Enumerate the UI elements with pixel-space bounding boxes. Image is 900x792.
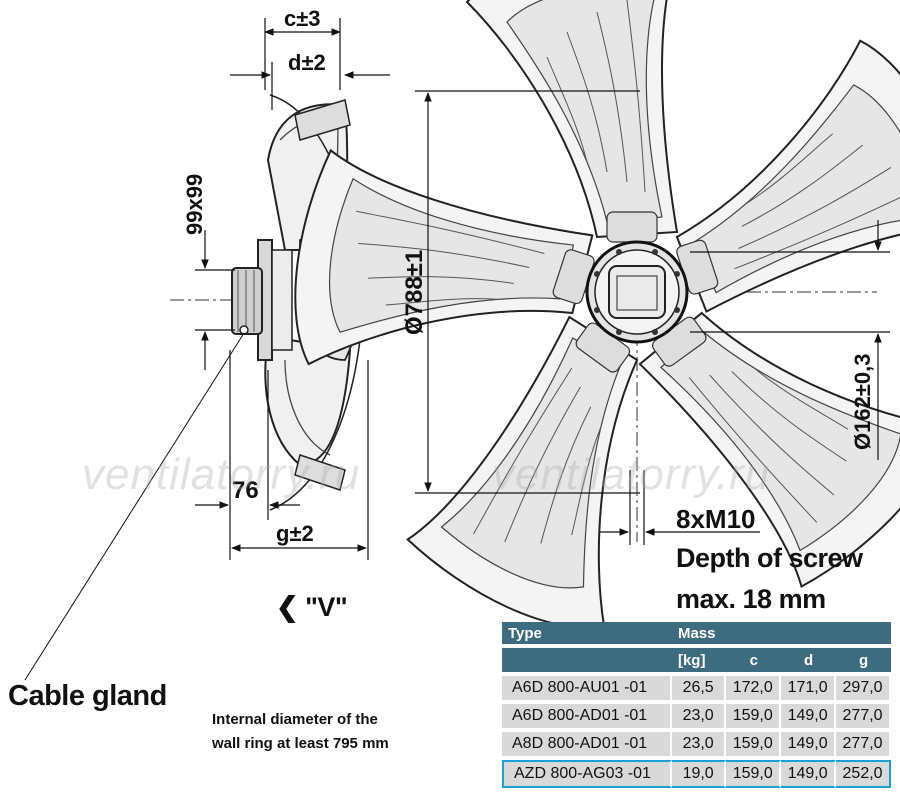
header-blank <box>502 648 672 672</box>
note-line-2: wall ring at least 795 mm <box>212 735 389 752</box>
header-mass: Mass <box>671 622 727 644</box>
cable-gland-label: Cable gland <box>8 680 167 712</box>
dim-g-label: g±2 <box>276 521 314 546</box>
view-label: ❮ "V" <box>276 592 348 622</box>
dim-diameter-label: Ø788±1 <box>401 250 428 335</box>
cell-mass: 23,0 <box>671 704 727 728</box>
note-line-1: Internal diameter of the <box>212 711 378 728</box>
header-type: Type <box>502 622 672 644</box>
cell-type: A6D 800-AD01 -01 <box>502 704 672 728</box>
cell-type: A8D 800-AD01 -01 <box>502 732 672 756</box>
cell-c: 172,0 <box>726 676 782 700</box>
cell-mass: 26,5 <box>671 676 727 700</box>
side-dimensions <box>24 18 390 681</box>
cell-d: 149,0 <box>781 732 837 756</box>
cell-mass: 19,0 <box>671 760 727 788</box>
dim-d-label: d±2 <box>288 50 326 75</box>
spec-header-row-2: [kg] c d g <box>502 648 891 672</box>
cell-g: 297,0 <box>836 676 891 700</box>
cell-c: 159,0 <box>726 760 782 788</box>
cell-mass: 23,0 <box>671 732 727 756</box>
dim-square-label: 99x99 <box>182 174 207 235</box>
header-empty-g <box>836 622 891 644</box>
cell-g: 252,0 <box>836 760 891 788</box>
cell-d: 171,0 <box>781 676 837 700</box>
header-empty-c <box>726 622 782 644</box>
table-row: A6D 800-AU01 -01 26,5 172,0 171,0 297,0 <box>502 676 891 700</box>
spec-table: Type Mass [kg] c d g A6D 800-AU01 -01 26… <box>502 618 891 792</box>
front-view <box>262 0 900 667</box>
cell-type: AZD 800-AG03 -01 <box>502 760 672 788</box>
header-d: d <box>781 648 837 672</box>
cell-d: 149,0 <box>781 704 837 728</box>
cell-d: 149,0 <box>781 760 837 788</box>
cell-type: A6D 800-AU01 -01 <box>502 676 672 700</box>
watermark-right: ventilatorry.ru <box>492 450 771 499</box>
dim-hub-diameter-label: Ø162±0,3 <box>850 354 875 450</box>
table-row: A8D 800-AD01 -01 23,0 159,0 149,0 277,0 <box>502 732 891 756</box>
header-g: g <box>836 648 891 672</box>
spec-header-row-1: Type Mass <box>502 622 891 644</box>
dim-c-label: c±3 <box>284 6 321 31</box>
dim-76-label: 76 <box>232 477 259 504</box>
cell-c: 159,0 <box>726 732 782 756</box>
header-c: c <box>726 648 782 672</box>
cell-g: 277,0 <box>836 732 891 756</box>
depth-max-label: max. 18 mm <box>676 584 826 614</box>
watermark-left: ventilatorry.ru <box>82 450 361 499</box>
cell-c: 159,0 <box>726 704 782 728</box>
dim-screws-label: 8xM10 <box>676 504 756 534</box>
cell-g: 277,0 <box>836 704 891 728</box>
header-kg: [kg] <box>671 648 727 672</box>
side-view <box>170 94 385 511</box>
depth-of-screw-label: Depth of screw <box>676 543 863 573</box>
front-dimensions <box>415 90 890 545</box>
table-row: A6D 800-AD01 -01 23,0 159,0 149,0 277,0 <box>502 704 891 728</box>
header-empty-d <box>781 622 837 644</box>
table-row-selected: AZD 800-AG03 -01 19,0 159,0 149,0 252,0 <box>502 760 891 788</box>
